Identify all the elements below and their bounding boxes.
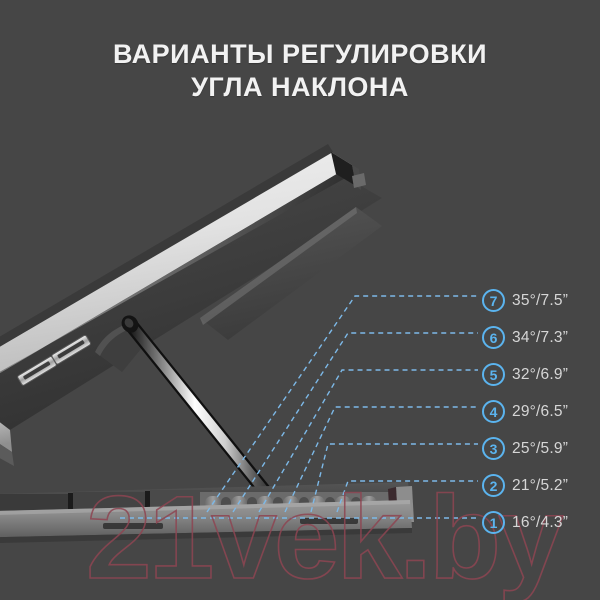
callout-row-5[interactable]: 5 32°/6.9” — [482, 356, 600, 393]
callout-row-2[interactable]: 2 21°/5.2” — [482, 467, 600, 504]
callout-row-1[interactable]: 1 16°/4.3” — [482, 504, 600, 541]
callout-badge-7[interactable]: 7 — [482, 289, 505, 312]
callout-value-1: 16°/4.3” — [512, 513, 569, 531]
callout-value-3: 25°/5.9” — [512, 439, 569, 457]
callout-row-7[interactable]: 7 35°/7.5” — [482, 282, 600, 319]
callout-value-6: 34°/7.3” — [512, 328, 569, 346]
leader-line-6 — [232, 332, 478, 513]
callout-badge-4[interactable]: 4 — [482, 400, 505, 423]
callout-row-6[interactable]: 6 34°/7.3” — [482, 319, 600, 356]
callout-badge-5[interactable]: 5 — [482, 363, 505, 386]
leader-line-2 — [336, 480, 478, 513]
callout-leader-lines — [120, 295, 478, 519]
top-panel — [0, 144, 382, 466]
leader-line-5 — [258, 369, 478, 513]
callout-row-3[interactable]: 3 25°/5.9” — [482, 430, 600, 467]
callout-badge-2[interactable]: 2 — [482, 474, 505, 497]
callout-row-4[interactable]: 4 29°/6.5” — [482, 393, 600, 430]
page-title: ВАРИАНТЫ РЕГУЛИРОВКИ УГЛА НАКЛОНА — [113, 39, 487, 102]
callout-badge-1[interactable]: 1 — [482, 511, 505, 534]
leader-line-7 — [206, 295, 478, 513]
callout-badge-6[interactable]: 6 — [482, 326, 505, 349]
leader-line-4 — [284, 406, 478, 513]
base-plate — [0, 482, 414, 544]
callout-value-4: 29°/6.5” — [512, 402, 569, 420]
callout-label-list: 7 35°/7.5” 6 34°/7.3” 5 32°/6.9” 4 29°/6… — [482, 282, 600, 541]
callout-value-5: 32°/6.9” — [512, 365, 569, 383]
callout-value-2: 21°/5.2” — [512, 476, 569, 494]
callout-badge-3[interactable]: 3 — [482, 437, 505, 460]
callout-value-7: 35°/7.5” — [512, 291, 569, 309]
usb-ports — [17, 334, 91, 386]
